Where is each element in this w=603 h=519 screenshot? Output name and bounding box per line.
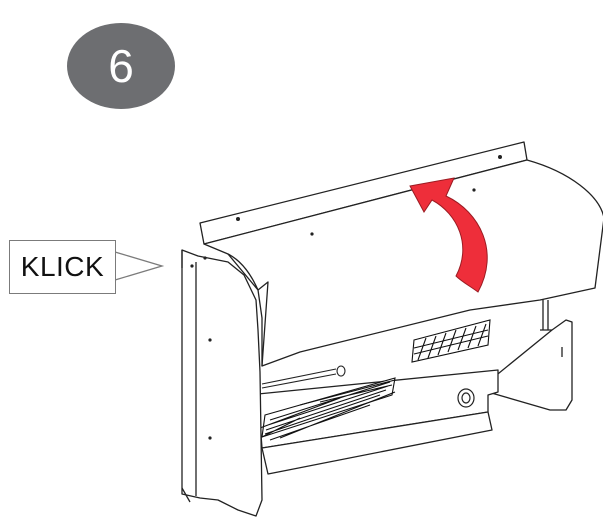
callout-box: KLICK [9, 240, 116, 294]
left-side-panel [181, 249, 263, 517]
curved-arrow-icon [409, 177, 488, 293]
callout-label: KLICK [20, 251, 105, 282]
upper-grille [411, 319, 491, 363]
small-knob [336, 365, 346, 377]
control-knob [457, 388, 475, 408]
lower-grille [259, 377, 396, 441]
hood-holes [310, 188, 476, 236]
panel-holes [190, 256, 212, 440]
callout-pointer [114, 251, 165, 281]
step-number: 6 [108, 40, 134, 92]
hood-cover [203, 159, 603, 367]
lower-housing [237, 369, 499, 475]
rod [261, 368, 337, 389]
step-badge: 6 [67, 23, 175, 109]
right-bracket [487, 297, 573, 411]
rail-holes [236, 155, 502, 221]
